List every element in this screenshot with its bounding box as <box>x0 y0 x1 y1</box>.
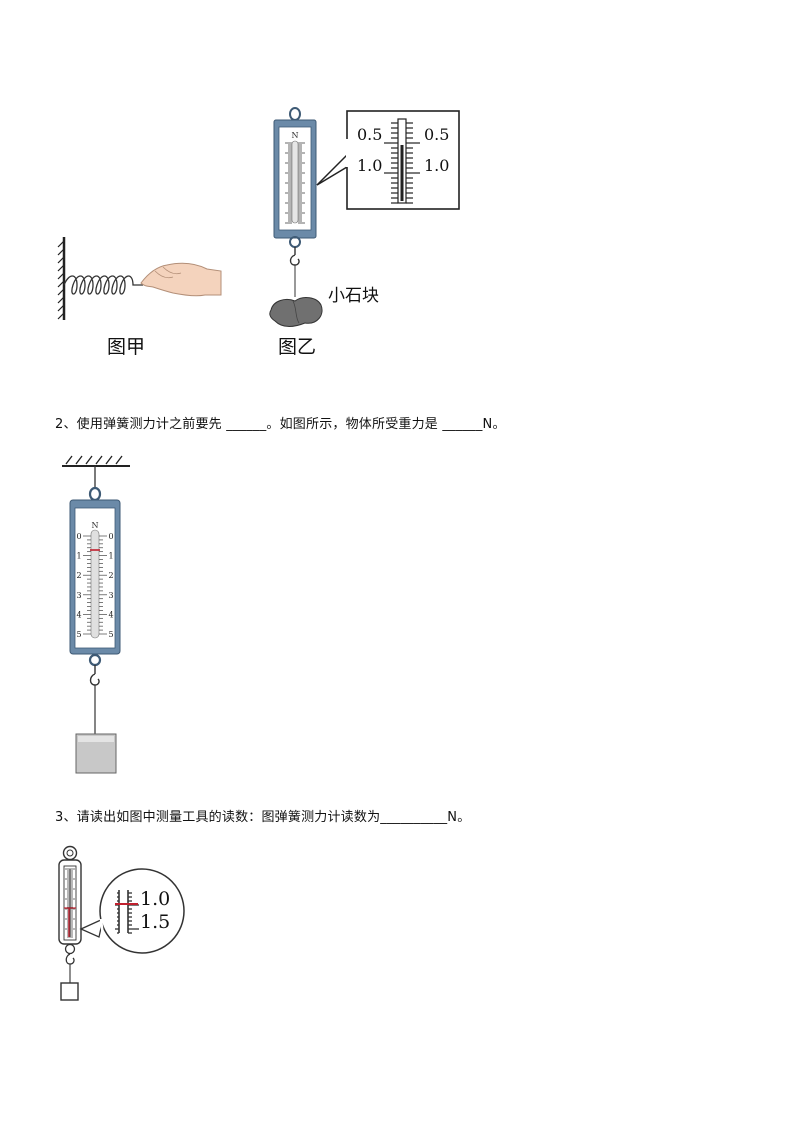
q2-scale-label-right: 3 <box>108 591 113 600</box>
spring-scale-yi: N 0.5 0.5 1.0 1.0 <box>269 107 460 327</box>
question-2-text: 使用弹簧测力计之前要先 ______。如图所示，物体所受重力是 ______N。 <box>76 417 506 432</box>
q2-scale-labels: 0 1 2 3 4 5 0 1 2 3 4 5 <box>76 532 113 639</box>
q2-unit-n: N <box>92 521 99 530</box>
figure-1: 图甲 N 0.5 0.5 1.0 1.0 小石块 图乙 <box>55 105 475 365</box>
q3-zoom-ticks <box>115 892 139 934</box>
stone-label: 小石块 <box>328 286 379 306</box>
question-2: 2、使用弹簧测力计之前要先 ______。如图所示，物体所受重力是 ______… <box>55 413 506 432</box>
q3-zoom-label-10: 1.0 <box>140 888 170 910</box>
figure-label-yi: 图乙 <box>278 336 317 358</box>
spring-coil <box>63 275 143 295</box>
hand-icon <box>140 262 222 297</box>
q3-scale-ticks <box>65 868 75 938</box>
q3-zoom-label-15: 1.5 <box>140 911 170 933</box>
q2-scale-label-left: 4 <box>76 610 81 619</box>
q3-weight-block <box>60 982 79 1001</box>
q2-scale-label-right: 0 <box>108 532 113 541</box>
spring-scale-q2: N 0 1 2 3 4 5 0 1 2 3 4 5 <box>62 455 130 774</box>
spring-wall-diagram <box>57 237 222 320</box>
question-3: 3、请读出如图中测量工具的读数：图弹簧测力计读数为__________N。 <box>55 806 470 825</box>
q2-scale-label-right: 5 <box>108 630 113 639</box>
zoom-label-05-left: 0.5 <box>357 125 382 144</box>
q2-scale-label-left: 3 <box>76 591 81 600</box>
q2-scale-label-right: 2 <box>108 571 113 580</box>
scale-ticks <box>285 142 305 224</box>
q3-zoom-circle <box>99 868 185 954</box>
zoom-ticks <box>384 122 420 204</box>
q2-scale-label-right: 4 <box>108 610 113 619</box>
q2-scale-ticks <box>83 535 107 635</box>
q2-scale-label-left: 0 <box>76 532 81 541</box>
zoom-label-10-right: 1.0 <box>424 156 449 175</box>
q3-hook-icon <box>65 953 75 965</box>
scale-unit-n: N <box>292 131 299 140</box>
q2-scale-label-left: 5 <box>76 630 81 639</box>
q2-scale-label-right: 1 <box>108 552 113 561</box>
question-2-number: 2、 <box>55 417 77 432</box>
question-3-number: 3、 <box>55 810 77 825</box>
zoom-label-10-left: 1.0 <box>357 156 382 175</box>
q2-scale-label-left: 1 <box>76 552 81 561</box>
q2-hook-icon <box>89 673 100 686</box>
spring-scale-q3: 1.0 1.5 <box>58 845 185 1001</box>
zoom-label-05-right: 0.5 <box>424 125 449 144</box>
question-3-text: 请读出如图中测量工具的读数：图弹簧测力计读数为__________N。 <box>76 810 471 825</box>
q2-scale-label-left: 2 <box>76 571 81 580</box>
hook-icon <box>289 254 300 266</box>
figure-label-jia: 图甲 <box>107 336 146 358</box>
